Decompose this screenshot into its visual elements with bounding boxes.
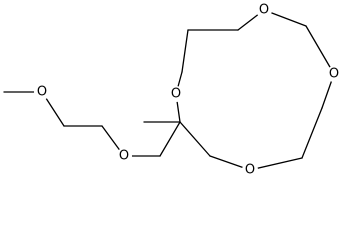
ring-oxygen-right: O bbox=[326, 66, 342, 82]
chain-oxygen-ether: O bbox=[116, 148, 132, 164]
atom-label: O bbox=[245, 163, 255, 178]
atom-label: O bbox=[37, 85, 47, 100]
atom-label: O bbox=[171, 87, 181, 102]
bond bbox=[181, 29, 189, 73]
bond bbox=[305, 25, 335, 75]
atom-label: O bbox=[119, 149, 129, 164]
ring-oxygen-bottom: O bbox=[242, 162, 258, 178]
atom-label: O bbox=[259, 3, 269, 18]
chain-oxygen-methoxy: O bbox=[34, 84, 50, 100]
ring-oxygen-top: O bbox=[256, 2, 272, 18]
bond bbox=[159, 121, 181, 157]
molecule-structure: O O O O O O bbox=[3, 2, 342, 178]
atom-label: O bbox=[329, 67, 339, 82]
bond-layer bbox=[3, 9, 335, 171]
bond bbox=[179, 121, 211, 157]
bond bbox=[301, 107, 323, 159]
ring-oxygen-left: O bbox=[168, 86, 184, 102]
bond bbox=[249, 157, 303, 171]
atom-layer: O O O O O O bbox=[34, 2, 342, 178]
